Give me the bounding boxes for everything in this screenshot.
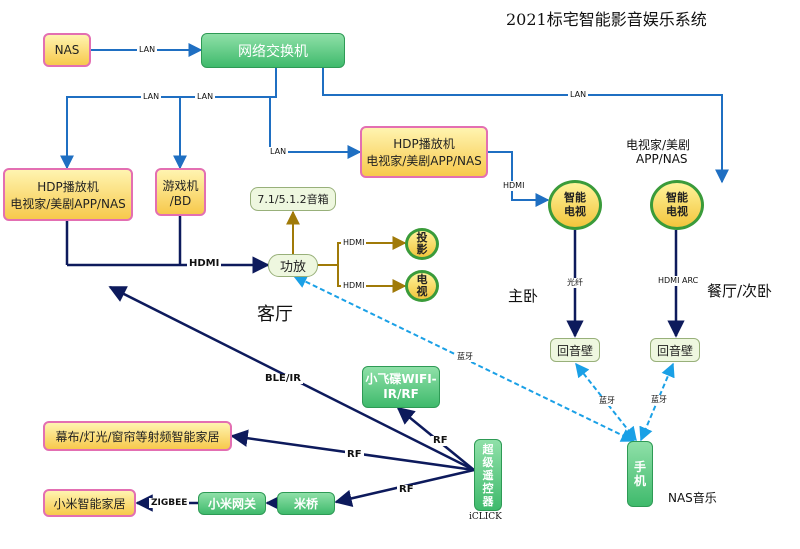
ufo-wifi-ir-node: 小飞碟WIFI- IR/RF [362,366,440,408]
dining-app-text-1: 电视家/美剧 [626,138,691,152]
lan-switch-hdp-mid [269,97,362,159]
edge-label-rf-curtain: RF [345,449,364,460]
xiaomi-gateway-node: 小米网关 [198,492,266,515]
game-console-title: 游戏机 [162,178,199,193]
edge-label-hdmi-mid: HDMI [501,181,527,191]
smart-tv-dining-label: 智能电视 [666,191,688,218]
lan-switch-tv-dining [322,68,729,184]
nas-label: NAS [54,43,80,57]
edge-label-lan-d: LAN [568,90,589,100]
mibridge-label: 米桥 [293,497,318,511]
smart-tv-bedroom-label: 智能电视 [564,191,586,218]
edge-label-bt-left: 蓝牙 [597,396,617,406]
edge-label-ble-ir: BLE/IR [263,373,303,384]
hdmi-hdp-to-tv [488,151,550,207]
tv-living-node: 电视 [405,270,439,302]
rf-smart-home-node: 幕布/灯光/窗帘等射频智能家居 [43,421,232,451]
edge-label-hdmi-tv: HDMI [341,281,367,291]
edge-label-lan-b: LAN [195,92,216,102]
xiaomi-smart-home-label: 小米智能家居 [53,496,126,511]
edge-label-rf-ufo: RF [431,435,450,446]
xiaomi-smart-home-node: 小米智能家居 [43,489,136,517]
soundbar-bedroom-node: 回音壁 [550,338,600,362]
rf-smart-home-label: 幕布/灯光/窗帘等射频智能家居 [55,429,220,444]
master-bedroom-label: 主卧 [508,287,539,305]
edge-label-bt-right: 蓝牙 [649,395,669,405]
edge-label-lan-c: LAN [268,147,289,157]
hdp-player-living-title: HDP播放机 [37,179,99,194]
network-switch-label: 网络交换机 [238,43,308,60]
soundbar-dining-label: 回音壁 [656,343,693,358]
edge-label-fiber: 光纤 [565,278,585,288]
soundbar-dining-node: 回音壁 [650,338,700,362]
lan-switch-hdp-left [60,68,277,170]
projector-label: 投影 [416,231,428,256]
hdp-player-bedroom-sub: 电视家/美剧APP/NAS [366,154,482,168]
edge-label-hdmi-proj: HDMI [341,238,367,248]
soundbar-bedroom-label: 回音壁 [556,343,593,358]
edge-label-bt-amp: 蓝牙 [455,352,475,362]
ufo-wifi-ir-title: 小飞碟WIFI- [365,372,437,386]
network-switch-node: 网络交换机 [201,33,345,68]
dining-app-text-2: APP/NAS [636,152,688,166]
xiaomi-gateway-label: 小米网关 [207,497,256,511]
edge-label-rf-bridge: RF [397,484,416,495]
edge-label-lan-nas: LAN [137,45,158,55]
hdp-player-living-sub: 电视家/美剧APP/NAS [10,196,126,211]
amplifier-label: 功放 [279,260,306,275]
smart-tv-bedroom-node: 智能电视 [548,180,602,230]
phone-label: 手机 [634,460,647,488]
amp-to-projector [318,236,407,266]
diagram-title: 2021标宅智能影音娱乐系统 [506,10,707,29]
edge-label-hdmi-arc: HDMI ARC [656,276,701,286]
super-remote-label: 超级遥控器 [482,442,494,508]
super-remote-node: 超级遥控器 [474,439,502,511]
phone-node: 手机 [627,441,653,507]
nas-node: NAS [43,33,91,67]
nas-music-label: NAS音乐 [668,491,717,505]
iclick-label: iCLICK [469,512,502,522]
smart-tv-dining-node: 智能电视 [650,180,704,230]
edge-label-lan-a: LAN [141,92,162,102]
living-room-label: 客厅 [257,304,293,325]
speaker-node: 7.1/5.1.2音箱 [250,187,336,211]
projector-node: 投影 [405,228,439,260]
mibridge-node: 米桥 [277,492,335,515]
game-console-sub: /BD [169,193,192,208]
hdp-player-bedroom-node: HDP播放机 电视家/美剧APP/NAS [360,126,488,178]
dining-room-label: 餐厅/次卧 [707,282,773,300]
tv-living-label: 电视 [416,273,428,298]
edge-label-hdmi-main: HDMI [187,258,222,269]
ufo-wifi-ir-sub: IR/RF [383,387,419,401]
hdp-player-bedroom-title: HDP播放机 [393,137,455,151]
speaker-label: 7.1/5.1.2音箱 [257,193,329,206]
game-console-node: 游戏机 /BD [155,168,206,216]
edge-label-zigbee: ZIGBEE [149,498,190,508]
hdp-player-living-node: HDP播放机 电视家/美剧APP/NAS [3,168,133,221]
amplifier-node: 功放 [268,254,318,277]
